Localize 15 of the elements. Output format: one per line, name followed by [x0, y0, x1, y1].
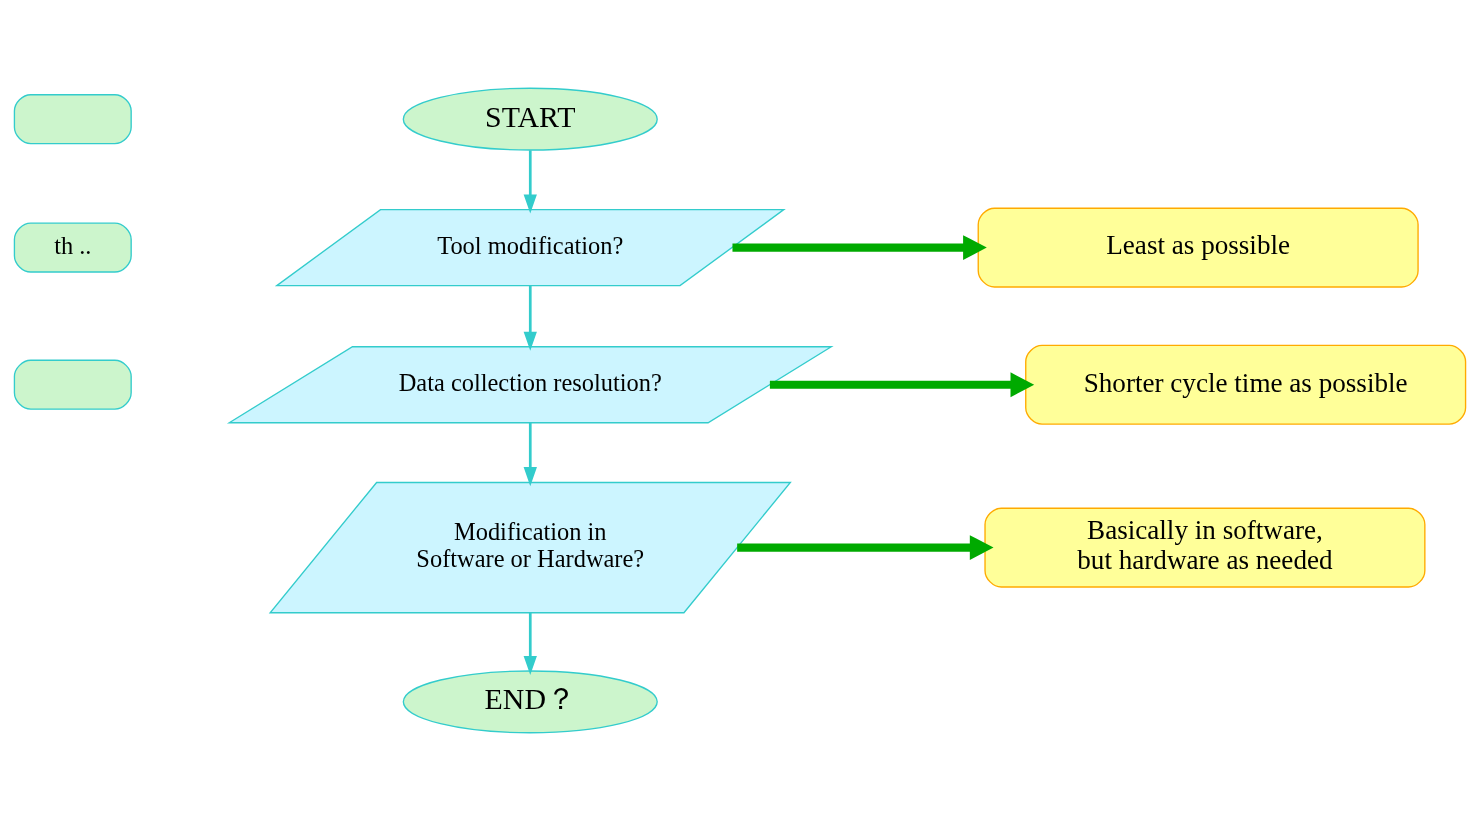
arrow: [732, 234, 987, 260]
node-ellipse: START: [402, 87, 658, 151]
arrow: [737, 534, 994, 560]
arrow: [523, 612, 537, 675]
node-box: Basically in software, but hardware as needed: [984, 507, 1426, 588]
arrow: [523, 285, 537, 351]
node-box: Least as possible: [977, 207, 1419, 288]
node-box: th ..: [13, 222, 132, 273]
node-ellipse: END？: [402, 669, 658, 733]
arrow: [769, 371, 1035, 397]
arrow: [523, 149, 537, 214]
node-box: [13, 359, 132, 410]
node-box: Shorter cycle time as possible: [1025, 344, 1467, 425]
node-box: [13, 93, 132, 144]
arrow: [523, 422, 537, 486]
